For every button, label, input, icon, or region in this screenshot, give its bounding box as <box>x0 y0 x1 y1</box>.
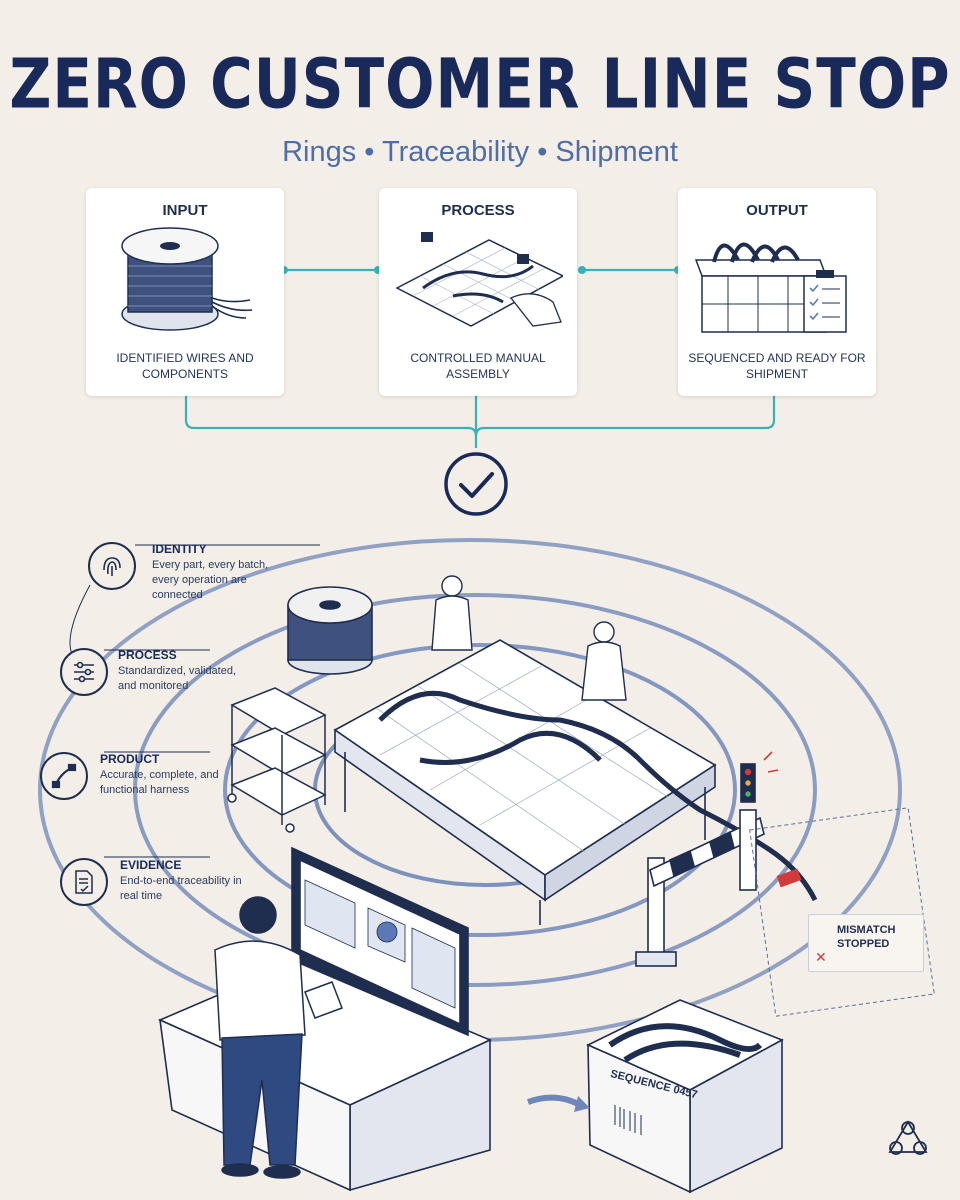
stop-gate <box>635 763 765 967</box>
input-card: INPUT IDENTIFIED WIRES AND COMPONENTS <box>86 188 284 396</box>
input-card-title: INPUT <box>162 202 208 219</box>
process-card: PROCESS CONTROLLED MANUAL ASSEMBLY <box>379 188 577 396</box>
page-title: ZERO CUSTOMER LINE STOP <box>9 43 951 125</box>
ring-evidence-title: EVIDENCE <box>120 858 182 872</box>
harness-icon <box>40 752 88 800</box>
assembly-board-icon <box>395 232 563 327</box>
connector-output-merge <box>474 396 776 437</box>
operator-person <box>214 896 343 1179</box>
mismatch-alert: MISMATCH STOPPED ✕ <box>808 914 924 972</box>
output-card: OUTPUT SEQUENCED AND READY FOR SHIPMENT <box>678 188 876 396</box>
parts-cart <box>227 687 327 833</box>
assembly-workbench <box>333 639 818 925</box>
flow-connectors <box>184 268 776 448</box>
ring-process-title: PROCESS <box>118 648 177 662</box>
brand-logo-icon <box>888 1120 928 1155</box>
red-tag-icon <box>776 868 802 888</box>
output-card-title: OUTPUT <box>746 202 808 219</box>
sliders-icon <box>60 648 108 696</box>
alert-indicator <box>763 751 779 773</box>
process-card-title: PROCESS <box>441 202 515 219</box>
close-icon: ✕ <box>815 949 827 965</box>
shipment-crate <box>586 999 784 1194</box>
mismatch-zone <box>749 807 935 1017</box>
page-subtitle: Rings • Traceability • Shipment <box>282 136 678 168</box>
check-circle-icon <box>444 452 508 516</box>
ring-product-title: PRODUCT <box>100 752 160 766</box>
input-card-caption: IDENTIFIED WIRES AND COMPONENTS <box>116 351 254 381</box>
flow-arrow-icon <box>526 1094 582 1108</box>
ring-product-text: Accurate, complete, and functional harne… <box>100 769 219 796</box>
ring-process-text: Standardized, validated, and monitored <box>118 665 237 692</box>
ring-identity-text: Every part, every batch, every operation… <box>152 559 269 601</box>
ring-identity-title: IDENTITY <box>152 542 207 556</box>
connector-input-merge <box>184 396 478 448</box>
shipment-crate-icon <box>694 242 847 333</box>
fingerprint-icon <box>88 542 136 590</box>
output-card-caption: SEQUENCED AND READY FOR SHIPMENT <box>688 351 866 381</box>
floor-spool-icon <box>287 586 373 675</box>
process-card-caption: CONTROLLED MANUAL ASSEMBLY <box>410 351 546 381</box>
document-check-icon <box>60 858 108 906</box>
wire-spool-icon <box>121 227 253 331</box>
ring-evidence-text: End-to-end traceability in real time <box>120 875 242 902</box>
workers <box>431 575 627 701</box>
mismatch-alert-text: MISMATCH STOPPED <box>837 924 896 950</box>
